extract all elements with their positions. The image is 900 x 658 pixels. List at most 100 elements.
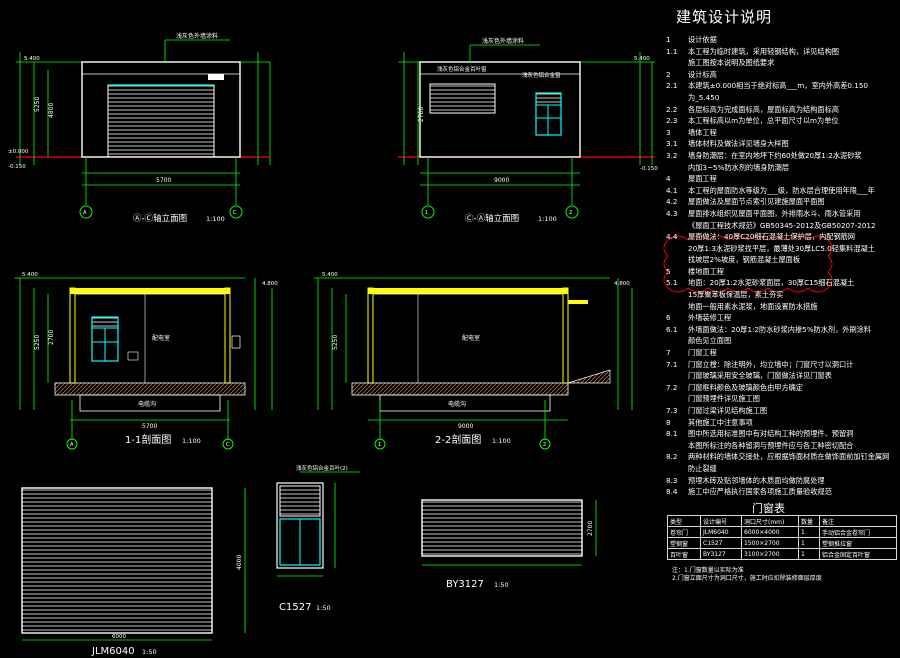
- table-cell: 类型: [667, 515, 701, 527]
- window-detail-c1527: 浅灰色铝合金百叶(2) C1527 1:50: [276, 464, 360, 613]
- note-text: 门窗工程: [688, 348, 717, 358]
- svg-text:4.800: 4.800: [262, 281, 278, 287]
- note-text: 墙体材料及做法详见墙身大样图: [688, 139, 789, 149]
- table-header-row: 类型设计编号洞口尺寸(mm)数量备注: [667, 515, 897, 527]
- note-number: 3.1: [666, 139, 678, 149]
- note-text: 设计依据: [688, 35, 717, 44]
- note-number: 4: [666, 174, 671, 184]
- svg-text:电缆沟: 电缆沟: [448, 400, 466, 408]
- note-line: 本图所标注的各种留洞与预埋件应与各工种密切配合: [666, 440, 898, 452]
- svg-text:配电室: 配电室: [462, 334, 480, 342]
- leader-label-a: 浅灰色外墙涂料: [176, 32, 218, 40]
- svg-text:2700: 2700: [418, 107, 425, 122]
- svg-text:±0.000: ±0.000: [8, 149, 29, 155]
- note-number: [666, 393, 688, 405]
- note-number: 7: [666, 348, 671, 358]
- note-text: 《屋面工程技术规范》GB50345-2012及GB50207-2012: [688, 220, 876, 230]
- note-text: 其他施工中注意事项: [688, 417, 753, 427]
- table-cell: 备注: [819, 515, 897, 527]
- note-text: 预埋木砖及贴邻墙体的木质面均做防腐处理: [688, 475, 825, 485]
- table-cell: C1527: [700, 537, 742, 549]
- note-number: [666, 301, 688, 313]
- note-text: 找坡层2%坡度，钢筋混凝土屋面板: [688, 255, 801, 265]
- axis-bubble-a-left: [79, 205, 93, 219]
- svg-text:5250: 5250: [34, 335, 41, 350]
- svg-text:5.400: 5.400: [634, 56, 650, 62]
- svg-text:1:100: 1:100: [182, 437, 201, 445]
- table-note-line: 2.门窗立面尺寸为洞口尺寸，施工时应扣除装修面层厚度: [672, 575, 822, 582]
- note-line: 3.1 墙体材料及做法详见墙身大样图: [666, 138, 898, 150]
- note-text: 图中所选用标准图中有对结构工种的预埋件、预留洞: [688, 429, 854, 439]
- note-number: 2: [666, 69, 671, 79]
- table-cell: 百叶窗: [667, 548, 701, 560]
- svg-text:1: 1: [378, 442, 381, 448]
- svg-text:2: 2: [569, 210, 572, 216]
- note-text: 为_5.450: [688, 92, 720, 102]
- svg-text:5700: 5700: [156, 177, 171, 184]
- svg-text:1:100: 1:100: [206, 215, 225, 223]
- note-number: [666, 289, 688, 301]
- note-line: 1 设计依据: [666, 34, 898, 46]
- note-text: 屋面排水组织见屋面平面图，外排雨水斗、雨水管采用: [688, 208, 861, 218]
- section-1-1: A C 配电室 电缆沟 5700 5250 2700 5.400 4.800 1…: [14, 272, 278, 450]
- note-number: 4.2: [666, 197, 678, 207]
- note-line: 地面一般用素水泥浆，地面设置防水措施: [666, 301, 898, 313]
- notes-title: 建筑设计说明: [676, 8, 773, 26]
- note-number: 7.2: [666, 382, 678, 392]
- revision-cloud: [663, 235, 833, 293]
- window-detail-by3127: 2700 BY3127 1:50: [421, 499, 597, 590]
- svg-text:1:50: 1:50: [142, 648, 157, 656]
- note-number: [666, 243, 688, 255]
- svg-text:C: C: [226, 442, 230, 448]
- svg-text:A: A: [83, 210, 87, 216]
- note-number: [666, 335, 688, 347]
- note-number: [666, 440, 688, 452]
- svg-text:4.800: 4.800: [614, 281, 630, 287]
- svg-text:浅灰色铝合金百叶(2): 浅灰色铝合金百叶(2): [296, 464, 348, 472]
- note-text: 施工图按本说明及图纸要求: [688, 58, 775, 68]
- note-number: 8.4: [666, 487, 678, 497]
- svg-text:4000: 4000: [236, 555, 243, 570]
- view-title-win1: C1527: [279, 602, 311, 613]
- note-text: 屋面工程: [688, 174, 717, 184]
- note-text: 门窗立樘：除注明外，均立墙中；门窗尺寸以洞口计: [688, 359, 854, 369]
- note-number: 4.1: [666, 185, 678, 195]
- note-line: 找坡层2%坡度，钢筋混凝土屋面板: [666, 254, 898, 266]
- table-cell: 塑钢窗: [667, 537, 701, 549]
- note-text: 地面一般用素水泥浆，地面设置防水措施: [688, 301, 818, 311]
- table-cell: 铝合金固定百叶窗: [819, 548, 897, 560]
- svg-text:1:50: 1:50: [316, 604, 331, 612]
- note-line: 内加3~5%防水剂的墙身防潮层: [666, 162, 898, 174]
- door-window-table-title: 门窗表: [752, 502, 785, 515]
- note-text: 15厚聚苯板保温层，素土夯实: [688, 290, 784, 300]
- note-text: 设计标高: [688, 69, 717, 79]
- note-line: 7 门窗工程: [666, 347, 898, 359]
- note-line: 为_5.450: [666, 92, 898, 104]
- note-text: 楼地面工程: [688, 266, 724, 276]
- note-text: 本工程的屋面防水等级为___级，防水层合理使用年限___年: [688, 185, 875, 195]
- table-note-line: 注：1.门窗数量以实际为准: [672, 567, 744, 574]
- note-text: 本建筑±0.000相当于绝对标高___m，室内外高差0.150: [688, 81, 868, 91]
- note-number: 1: [666, 35, 671, 44]
- view-title-sec-2: 2-2剖面图: [435, 433, 481, 446]
- note-number: 7.1: [666, 359, 678, 369]
- note-text: 门窗过梁详见结构施工图: [688, 406, 768, 415]
- note-number: 2.3: [666, 116, 678, 126]
- svg-text:5.400: 5.400: [322, 272, 338, 278]
- svg-text:5700: 5700: [142, 423, 157, 430]
- note-text: 本工程为临时建筑，采用轻钢结构，详见结构图: [688, 46, 839, 56]
